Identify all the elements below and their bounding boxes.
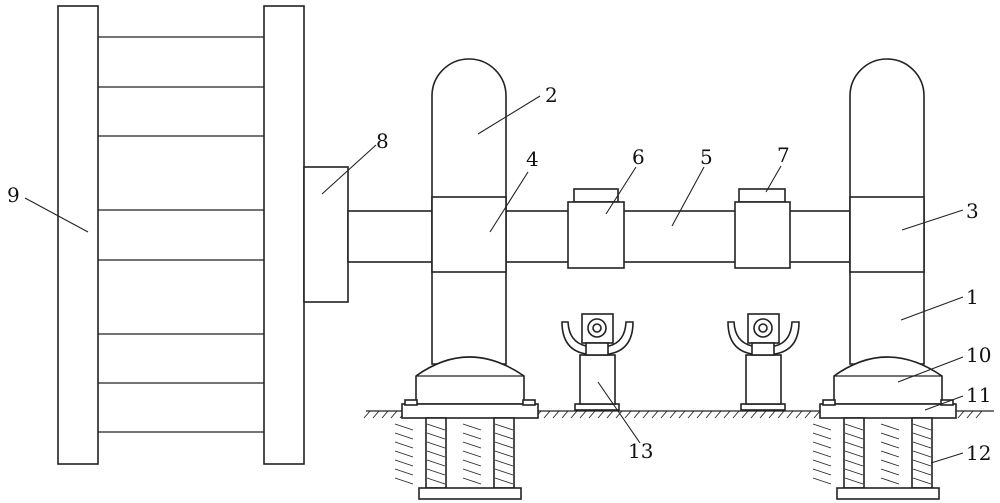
left-sleeve [431, 196, 507, 273]
callout-6: 6 [632, 145, 645, 169]
base-assembly-right [812, 356, 957, 500]
roller-support-right [727, 313, 800, 411]
right-column [849, 58, 925, 365]
callout-13: 13 [628, 439, 653, 463]
callout-5: 5 [700, 145, 713, 169]
frame-left-rail [57, 5, 99, 465]
callout-4: 4 [526, 147, 539, 171]
callout-7: 7 [777, 143, 790, 167]
callouts: 1 2 3 4 5 6 7 8 9 10 11 12 13 [7, 83, 991, 465]
callout-12: 12 [966, 441, 991, 465]
roller-support-left [561, 313, 634, 411]
clamp-block-right [734, 188, 791, 269]
leader-lines [24, 95, 964, 464]
callout-1: 1 [966, 285, 979, 309]
connector-block [303, 166, 349, 303]
callout-10: 10 [966, 343, 991, 367]
frame-rungs [98, 36, 264, 433]
base-assembly-left [394, 356, 539, 500]
callout-9: 9 [7, 183, 20, 207]
callout-8: 8 [376, 129, 389, 153]
left-column [431, 58, 507, 365]
frame-right-rail [263, 5, 305, 465]
callout-11: 11 [966, 383, 991, 407]
frame-assembly [57, 5, 305, 465]
callout-3: 3 [966, 199, 979, 223]
callout-2: 2 [545, 83, 558, 107]
clamp-block-left [567, 188, 625, 269]
right-sleeve [849, 196, 925, 273]
